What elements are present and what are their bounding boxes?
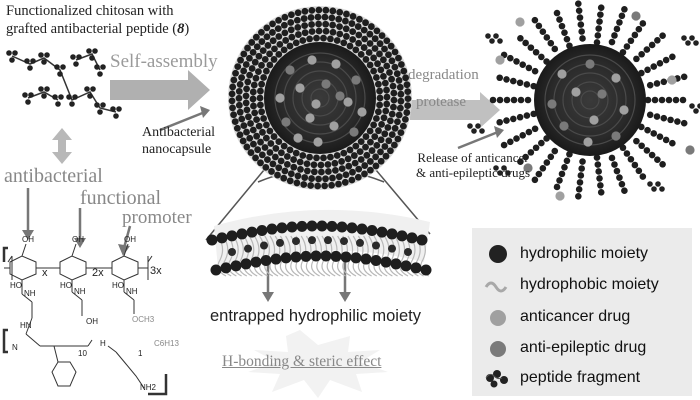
double-arrow [52, 128, 72, 164]
hbonding-label: H-bonding & steric effect [222, 353, 382, 370]
subscript-x: x [42, 267, 48, 279]
legend-swatch-hydrophobic [484, 281, 508, 293]
legend: hydrophilic moiety hydrophobic moiety an… [472, 228, 692, 396]
nanocapsule-label-line2: nanocapsule [142, 142, 212, 157]
nh2-end-label: NH2 [140, 383, 157, 392]
legend-label-4: peptide fragment [520, 369, 641, 386]
legend-swatch-hydrophilic [489, 245, 507, 263]
oh-label-2: OH [72, 235, 84, 244]
entrapped-label: entrapped hydrophilic moiety [210, 307, 421, 325]
antibacterial-label: antibacterial [4, 165, 103, 187]
nh-label-3: NH [126, 287, 138, 296]
legend-swatch-peptide [485, 370, 508, 388]
amide-h-label: H [100, 339, 106, 348]
functional-label: functional [80, 187, 162, 209]
self-assembly-arrow [110, 70, 210, 110]
nh-label-1: NH [24, 289, 36, 298]
release-label: Release of anticancer & anti-epileptic d… [415, 150, 531, 181]
self-assembly-label: Self-assembly [110, 51, 218, 72]
protease-label: protease [416, 94, 466, 110]
legend-label-0: hydrophilic moiety [520, 245, 649, 262]
nanocapsule-label-line1: Antibacterial [142, 125, 216, 140]
repeat-10-label: 10 [78, 349, 87, 358]
degradation-label: degradation [408, 67, 479, 83]
subscript-3x: 3x [150, 265, 162, 277]
degradation-arrow [410, 92, 500, 128]
hbond-burst [248, 330, 388, 398]
chemical-structure [2, 243, 168, 396]
legend-label-3: anti-epileptic drug [520, 339, 647, 356]
legend-swatch-antiepileptic [490, 341, 506, 357]
promoter-label: promoter [122, 207, 192, 228]
repeat-1-label: 1 [138, 349, 143, 358]
nanocapsule [228, 6, 412, 190]
c6h13-label: C6H13 [154, 339, 179, 348]
degraded-capsule [467, 0, 700, 201]
amide-n-label: N [12, 343, 18, 352]
zoomed-shell [206, 209, 432, 277]
legend-swatch-anticancer [490, 310, 506, 326]
legend-label-1: hydrophobic moiety [520, 276, 659, 293]
title-prefix: grafted antibacterial peptide ( [6, 21, 178, 37]
legend-label-2: anticancer drug [520, 308, 631, 325]
subscript-2x: 2x [92, 267, 104, 279]
hn-label: HN [20, 321, 32, 330]
och3-label: OCH3 [132, 315, 155, 324]
title-suffix: ) [184, 21, 190, 37]
ho-label-1: HO [10, 281, 22, 290]
figure-title-line1: Functionalized chitosan with [6, 3, 174, 19]
ho-label-2: HO [60, 281, 72, 290]
chitosan-chain [6, 48, 122, 119]
compound-number: 8 [177, 21, 185, 37]
oh-label-3: OH [124, 235, 136, 244]
acid-oh-label: OH [86, 317, 98, 326]
oh-label-1: OH [22, 235, 34, 244]
figure-title-line2: grafted antibacterial peptide (8) [6, 21, 190, 37]
legend-swatches [484, 245, 508, 388]
ho-label-3: HO [112, 281, 124, 290]
nh-label-2: NH [74, 287, 86, 296]
label-arrows [22, 106, 504, 302]
